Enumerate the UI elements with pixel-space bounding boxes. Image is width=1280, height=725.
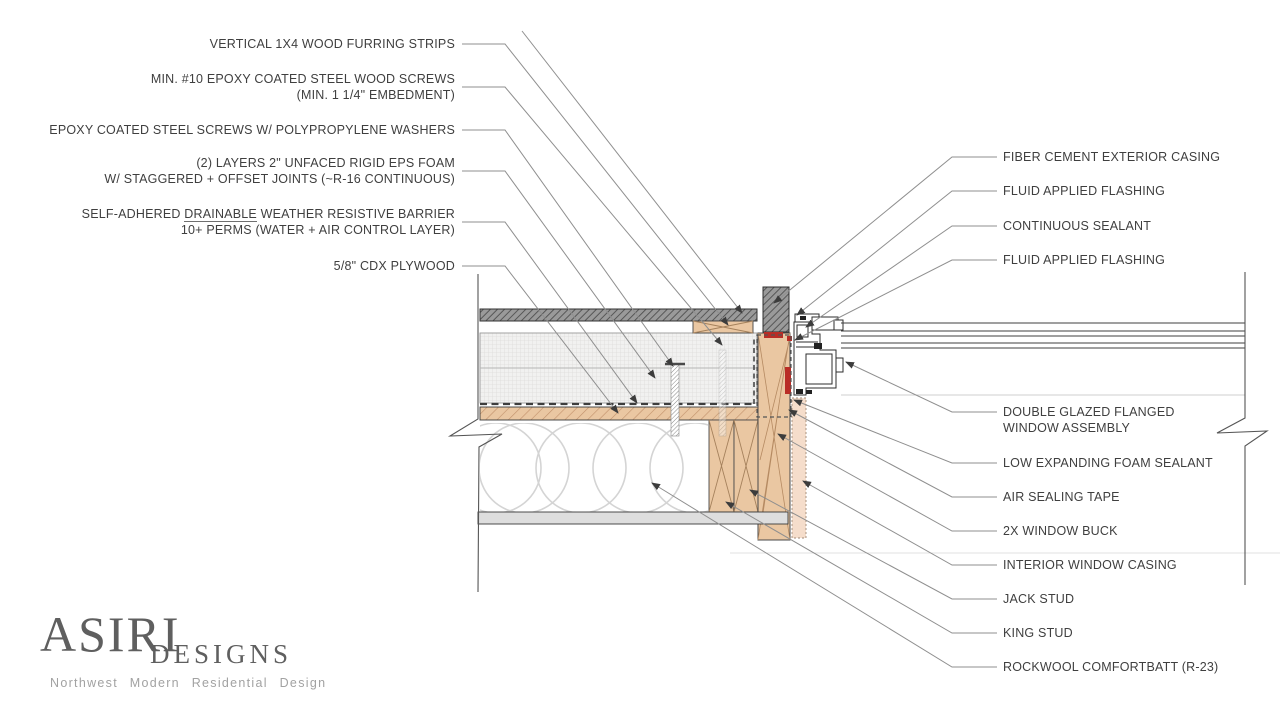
callout-fluid-flashing-2: FLUID APPLIED FLASHING xyxy=(1003,253,1166,267)
callout-air-sealing-tape: AIR SEALING TAPE xyxy=(1003,490,1120,504)
callout-foam-sealant: LOW EXPANDING FOAM SEALANT xyxy=(1003,456,1213,470)
callout-continuous-sealant: CONTINUOUS SEALANT xyxy=(1003,219,1152,233)
king-stud xyxy=(733,419,759,513)
callout-wood-screws: MIN. #10 EPOXY COATED STEEL WOOD SCREWS … xyxy=(150,72,455,102)
interior-casing-strip xyxy=(791,397,807,539)
callout-interior-casing: INTERIOR WINDOW CASING xyxy=(1003,558,1177,572)
callout-rockwool: ROCKWOOL COMFORTBATT (R-23) xyxy=(1003,660,1219,674)
callout-king-stud: KING STUD xyxy=(1003,626,1073,640)
logo-primary: ASIRI xyxy=(40,606,181,662)
furring-strip-band xyxy=(479,308,758,322)
logo-tagline: Northwest Modern Residential Design xyxy=(50,676,327,690)
callout-vertical-furring: VERTICAL 1X4 WOOD FURRING STRIPS xyxy=(209,37,455,51)
callout-fluid-flashing-1: FLUID APPLIED FLASHING xyxy=(1003,184,1166,198)
leader-lines xyxy=(462,30,997,668)
glazing-lines xyxy=(841,322,1245,349)
callout-wrb: SELF-ADHERED DRAINABLE WEATHER RESISTIVE… xyxy=(81,207,455,237)
left-break-line xyxy=(447,274,503,593)
callout-plywood: 5/8" CDX PLYWOOD xyxy=(333,259,455,273)
window-frame-profile xyxy=(793,313,844,396)
right-break-line xyxy=(1216,272,1269,585)
callout-window-buck: 2X WINDOW BUCK xyxy=(1003,524,1118,538)
wood-screw xyxy=(718,349,727,437)
cdx-plywood-band xyxy=(479,406,759,421)
callout-washer-screws: EPOXY COATED STEEL SCREWS W/ POLYPROPYLE… xyxy=(49,123,455,137)
callout-fiber-cement-casing: FIBER CEMENT EXTERIOR CASING xyxy=(1003,150,1221,164)
logo-secondary: DESIGNS xyxy=(150,639,293,669)
callout-eps-foam: (2) LAYERS 2" UNFACED RIGID EPS FOAM W/ … xyxy=(104,156,455,186)
gypsum-band xyxy=(477,511,789,525)
callout-window-assembly: DOUBLE GLAZED FLANGED WINDOW ASSEMBLY xyxy=(1003,405,1175,435)
rockwool-batt-symbol xyxy=(480,423,708,513)
air-sealing-tape xyxy=(756,334,792,418)
callout-jack-stud: JACK STUD xyxy=(1003,592,1075,606)
